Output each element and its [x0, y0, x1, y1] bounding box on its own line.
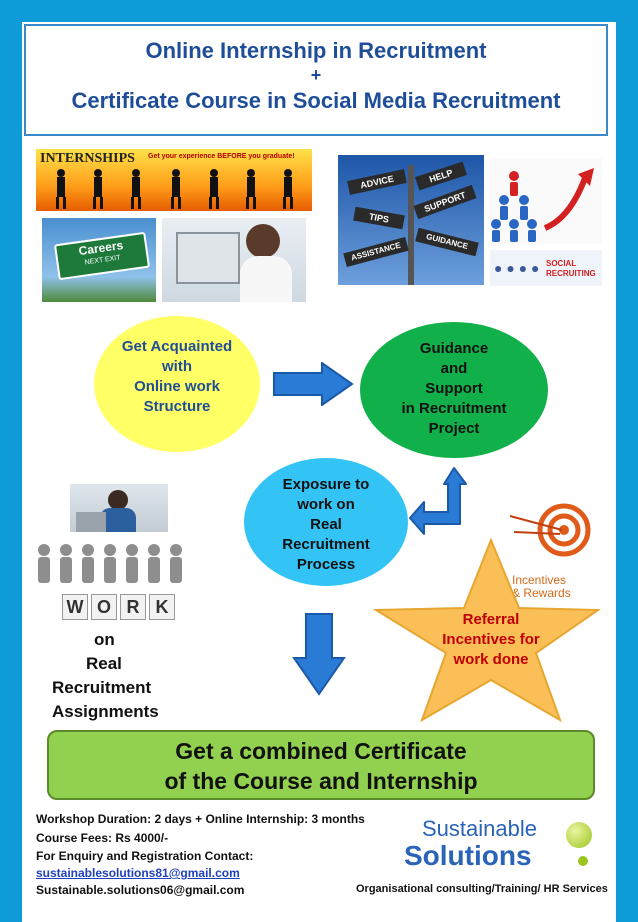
logo-line-2: Solutions: [404, 840, 532, 871]
people-row-icon: [38, 544, 182, 583]
title-line-1: Online Internship in Recruitment: [145, 38, 487, 63]
down-arrow-icon: [292, 613, 346, 696]
certificate-banner: Get a combined Certificate of the Course…: [47, 730, 595, 800]
guidance-ellipse: Guidance and Support in Recruitment Proj…: [360, 322, 548, 458]
sign-help: HELP: [415, 161, 467, 191]
enquiry-label: For Enquiry and Registration Contact:: [36, 849, 254, 863]
referral-line-1: Referral: [462, 611, 520, 628]
services-tagline: Organisational consulting/Training/ HR S…: [356, 883, 608, 895]
laptop-icon: [76, 512, 106, 532]
internships-banner-image: INTERNSHIPS Get your experience BEFORE y…: [36, 149, 312, 211]
incentives-label: Incentives & Rewards: [512, 574, 571, 600]
work-on-text: on Real Recruitment Assignments: [44, 628, 184, 724]
acquainted-line-3: Online work: [134, 378, 220, 395]
social-recruiting-image: ● ● ● ● SOCIAL RECRUITING: [490, 250, 602, 286]
target-icon: [509, 503, 591, 557]
woman-body-icon: [100, 508, 136, 532]
signpost-image: ADVICE HELP SUPPORT TIPS ASSISTANCE GUID…: [338, 155, 484, 285]
acquainted-line-4: Structure: [143, 398, 211, 415]
internships-banner-title: INTERNSHIPS: [40, 151, 135, 166]
work-on-line-3: Recruitment: [52, 678, 152, 697]
block-k: K: [149, 594, 175, 620]
signpost-pole: [408, 165, 414, 285]
title-line-2: Certificate Course in Social Media Recru…: [71, 88, 561, 113]
certificate-line-1: Get a combined Certificate: [175, 738, 467, 764]
work-team-image: W O R K: [34, 540, 194, 626]
monitor-icon: [176, 232, 240, 284]
exposure-ellipse: Exposure to work on Real Recruitment Pro…: [244, 458, 408, 586]
woman-laptop-image: [70, 484, 168, 532]
guidance-line-1: Guidance: [419, 340, 489, 357]
exposure-line-2: work on: [297, 496, 355, 513]
block-r: R: [120, 594, 146, 620]
referral-line-2: Incentives for: [442, 631, 540, 648]
referral-star-icon: [372, 538, 602, 722]
incentives-line-1: Incentives: [512, 573, 567, 587]
sign-tips: TIPS: [353, 206, 405, 230]
team-pyramid-icon: [491, 168, 594, 242]
guidance-line-4: in Recruitment: [401, 400, 507, 417]
exposure-line-5: Process: [296, 556, 356, 573]
right-arrow-icon: [273, 362, 354, 406]
woman-head-icon: [108, 490, 128, 510]
sign-guidance: GUIDANCE: [415, 227, 479, 257]
social-icons: ● ● ● ●: [494, 260, 540, 276]
silhouettes-icon: [56, 169, 293, 209]
person-head-icon: [246, 224, 280, 258]
sustainable-solutions-logo: Sustainable Solutions: [402, 816, 598, 876]
woman-at-computer-image: [162, 218, 306, 302]
referral-line-3: work done: [453, 651, 529, 668]
bent-arrow-icon: [409, 467, 467, 535]
exposure-line-4: Recruitment: [282, 536, 370, 553]
logo-ball-icon: [566, 822, 592, 848]
workshop-duration: Workshop Duration: 2 days + Online Inter…: [36, 812, 365, 826]
sign-support: SUPPORT: [413, 184, 477, 220]
guidance-line-5: Project: [428, 420, 480, 437]
exposure-line-3: Real: [310, 516, 342, 533]
sign-advice: ADVICE: [347, 169, 407, 195]
certificate-line-2: of the Course and Internship: [164, 768, 478, 794]
title-plus: +: [310, 65, 322, 85]
referral-text: Referral Incentives for work done: [420, 610, 562, 670]
sign-assistance: ASSISTANCE: [343, 236, 409, 268]
work-blocks: W O R K: [62, 594, 175, 620]
logo-dot-icon: [578, 856, 588, 866]
guidance-line-3: Support: [425, 380, 483, 397]
course-fees: Course Fees: Rs 4000/-: [36, 831, 169, 845]
guidance-line-2: and: [440, 360, 468, 377]
incentives-line-2: & Rewards: [512, 586, 571, 600]
block-w: W: [62, 594, 88, 620]
logo-line-1: Sustainable: [422, 816, 537, 841]
careers-sign: Careers NEXT EXIT: [53, 231, 151, 281]
careers-sign-image: Careers NEXT EXIT: [42, 218, 156, 302]
block-o: O: [91, 594, 117, 620]
internships-banner-tagline: Get your experience BEFORE you graduate!: [148, 153, 295, 160]
work-on-line-1: on: [94, 630, 115, 649]
person-body-icon: [240, 256, 292, 302]
social-recruiting-label: SOCIAL RECRUITING: [546, 259, 596, 278]
title-box: Online Internship in Recruitment + Certi…: [24, 24, 608, 136]
work-on-line-2: Real: [86, 654, 122, 673]
email-link-1[interactable]: sustainablesolutions81@gmail.com: [36, 866, 240, 880]
acquainted-ellipse: Get Acquainted with Online work Structur…: [94, 316, 260, 452]
email-2: Sustainable.solutions06@gmail.com: [36, 883, 245, 897]
incentives-image: Incentives & Rewards: [500, 500, 600, 604]
exposure-line-1: Exposure to: [282, 476, 370, 493]
team-growth-image: [490, 158, 602, 244]
acquainted-line-1: Get Acquainted: [121, 338, 233, 355]
work-on-line-4: Assignments: [52, 702, 159, 721]
acquainted-line-2: with: [161, 358, 192, 375]
